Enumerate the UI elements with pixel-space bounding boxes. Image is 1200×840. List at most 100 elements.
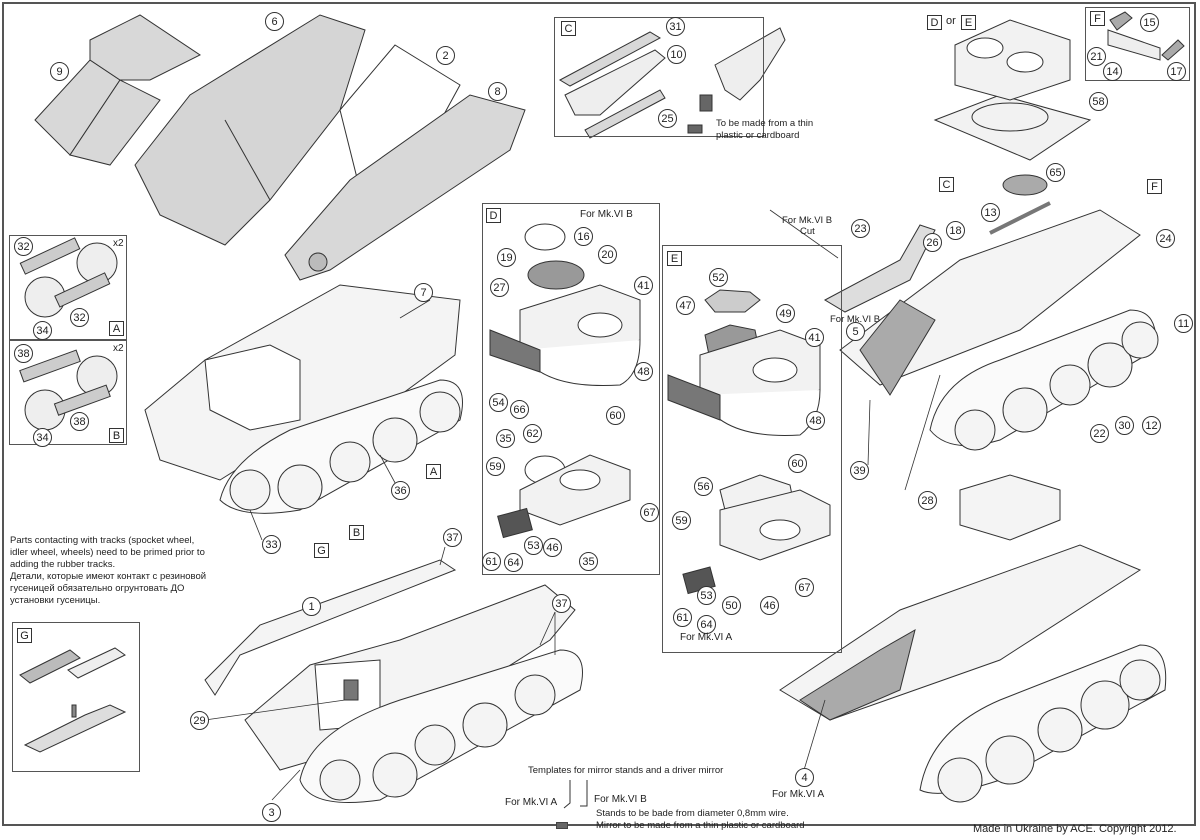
part-callout-3: 3 [262,803,281,822]
template-mk6b-label: For Mk.VI B [594,794,647,805]
subassembly-ref-a: A [426,464,441,479]
note-en-line3: adding the rubber tracks. [10,559,116,570]
part-callout-30: 30 [1115,416,1134,435]
panel-c-note-line2: plastic or cardboard [716,130,800,141]
part-callout-37: 37 [552,594,571,613]
panel-e-title: For Mk.VI A [680,632,733,643]
mirror-stand-templates [563,780,588,809]
part-callout-23: 23 [851,219,870,238]
part-callout-53: 53 [697,586,716,605]
note-ru-line2: гусеницей обязательно огрунтовать ДО [10,583,185,594]
mk6b-cut-label-line2: Cut [800,226,815,237]
part-callout-32: 32 [70,308,89,327]
part-callout-60: 60 [606,406,625,425]
panel-c [554,17,764,137]
part-callout-67: 67 [640,503,659,522]
part-callout-15: 15 [1140,13,1159,32]
panel-f-label: F [1090,11,1105,26]
part-9-drawing [34,14,201,166]
part-callout-22: 22 [1090,424,1109,443]
template-mirror-note: Mirror to be made from a thin plastic or… [596,820,805,831]
part-callout-46: 46 [543,538,562,557]
templates-title: Templates for mirror stands and a driver… [528,765,724,776]
part-callout-36: 36 [391,481,410,500]
part-callout-61: 61 [673,608,692,627]
panel-d [482,203,660,575]
part-callout-32: 32 [14,237,33,256]
part-callout-38: 38 [14,344,33,363]
part-callout-19: 19 [497,248,516,267]
part-callout-56: 56 [694,477,713,496]
part-callout-58: 58 [1089,92,1108,111]
panel-b [9,340,127,445]
part-callout-60: 60 [788,454,807,473]
part-callout-25: 25 [658,109,677,128]
copyright-footer: Made in Ukraine by ACE. Copyright 2012. [973,823,1177,835]
subassembly-ref-g: G [314,543,329,558]
part-callout-41: 41 [805,328,824,347]
part-callout-11: 11 [1174,314,1193,333]
part-callout-13: 13 [981,203,1000,222]
part-callout-37: 37 [443,528,462,547]
panel-g-label: G [17,628,32,643]
part-callout-6: 6 [265,12,284,31]
panel-g-drawing [19,647,127,753]
part-callout-62: 62 [523,424,542,443]
part-callout-52: 52 [709,268,728,287]
part-callout-48: 48 [634,362,653,381]
subassembly-ref-b: B [349,525,364,540]
ref-label-d: D [927,15,942,30]
part-callout-33: 33 [262,535,281,554]
panel-d-drawing [489,223,641,539]
panel-f-drawing [1107,11,1185,61]
part-callout-59: 59 [672,511,691,530]
part-callout-61: 61 [482,552,501,571]
part-callout-39: 39 [850,461,869,480]
part-callout-67: 67 [795,578,814,597]
part-callout-10: 10 [667,45,686,64]
hull-1-drawing [204,559,583,803]
part-callout-5: 5 [846,322,865,341]
note-en-line1: Parts contacting with tracks (spocket wh… [10,535,195,546]
panel-b-wheels [19,349,118,431]
note-ru-line1: Детали, которые имеют контакт с резиново… [10,571,207,582]
ref-label-e: E [961,15,976,30]
part-callout-41: 41 [634,276,653,295]
part-callout-31: 31 [666,17,685,36]
part-callout-20: 20 [598,245,617,264]
part-callout-28: 28 [918,491,937,510]
panel-a-multiplier: x2 [113,238,124,249]
panel-e-drawing [667,289,831,595]
panel-e-label: E [667,251,682,266]
part-callout-65: 65 [1046,163,1065,182]
part-callout-64: 64 [504,553,523,572]
panel-d-label: D [486,208,501,223]
part-callout-9: 9 [50,62,69,81]
part-callout-8: 8 [488,82,507,101]
part-callout-21: 21 [1087,47,1106,66]
part-callout-14: 14 [1103,62,1122,81]
hull-7-drawing [144,284,463,514]
panel-d-title: For Mk.VI B [580,209,633,220]
right-hull-drawing [823,174,1159,451]
part-callout-35: 35 [579,552,598,571]
part-callout-53: 53 [524,536,543,555]
part-callout-54: 54 [489,393,508,412]
note-ru-line3: установки гусеницы. [10,595,101,606]
part-callout-29: 29 [190,711,209,730]
mk6a-label-4: For Mk.VI A [772,789,825,800]
part-callout-12: 12 [1142,416,1161,435]
mirror-template-swatch [556,822,568,829]
note-en-line2: idler wheel, wheels) need to be primed p… [10,547,205,558]
panel-b-multiplier: x2 [113,343,124,354]
sheet-border [2,2,1196,826]
panel-a-wheels [19,237,118,318]
part-callout-4: 4 [795,768,814,787]
leader-lines [204,209,941,801]
panel-g [12,622,140,772]
panel-c-drawing [558,27,786,139]
mk6b-label-5: For Mk.VI B [830,314,881,325]
template-stands-note: Stands to be bade from diameter 0,8mm wi… [596,808,789,819]
part-callout-64: 64 [697,615,716,634]
